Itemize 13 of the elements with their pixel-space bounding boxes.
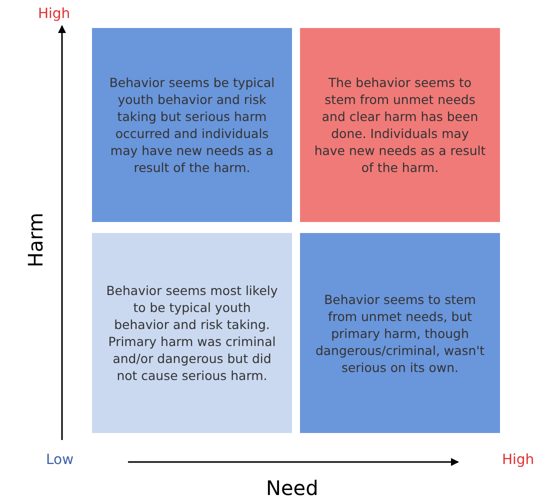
quadrant-text: Behavior seems to stem from unmet needs, but primary harm, though dangerous/criminal, wasn't serious on its own. bbox=[314, 290, 486, 376]
quadrant-box bbox=[92, 233, 292, 433]
quadrant-text: Behavior seems be typical youth behavior and risk taking but serious harm occurred and individuals may have new needs as a result of the harm. bbox=[108, 74, 276, 176]
axis-title: Harm bbox=[23, 212, 48, 268]
quadrant-box bbox=[300, 233, 500, 433]
axis-title: Need bbox=[266, 476, 318, 500]
quadrant-text: Behavior seems most likely to be typical youth behavior and risk taking. Primary harm was criminal and/or dangerous but did not cause serious harm. bbox=[106, 282, 278, 384]
axis-end-label: Low bbox=[46, 452, 74, 468]
quadrant-box bbox=[300, 28, 500, 222]
axis-end-label: High bbox=[38, 6, 70, 22]
quadrant-box bbox=[92, 28, 292, 222]
axis-end-label: High bbox=[502, 452, 534, 468]
quadrant-text: The behavior seems to stem from unmet needs and clear harm has been done. Individuals may have new needs as a result of the harm. bbox=[314, 74, 486, 176]
